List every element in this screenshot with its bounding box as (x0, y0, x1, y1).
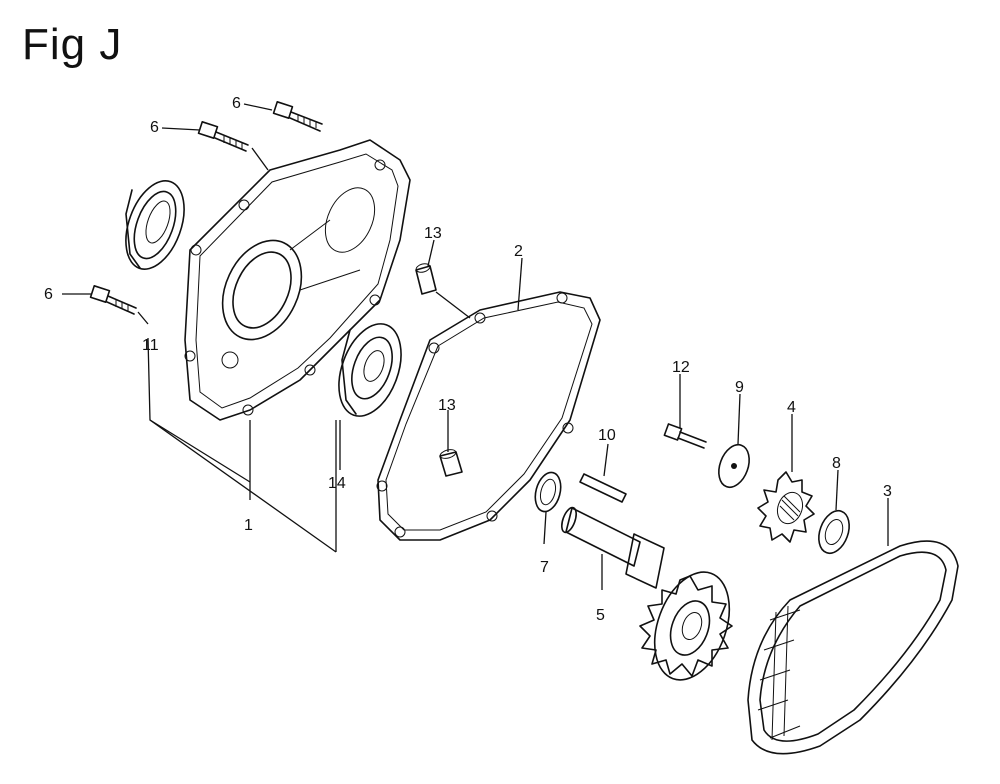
callout-4: 4 (787, 399, 796, 416)
callout-9: 9 (735, 379, 744, 396)
chain-part-3 (747, 540, 959, 755)
callout-7: 7 (540, 559, 549, 576)
washer-part-7 (534, 471, 562, 513)
callout-10: 10 (598, 427, 616, 444)
oil-seal-part-11 (125, 180, 185, 270)
callout-14: 14 (328, 475, 346, 492)
leader-lines (62, 103, 889, 590)
dowel-pin-part-13-upper (415, 263, 437, 295)
callout-2: 2 (514, 243, 523, 260)
pin-part-10 (579, 473, 627, 503)
callout-3: 3 (883, 483, 892, 500)
callout-labels: 6 6 6 11 1 14 13 13 2 7 5 10 12 9 4 8 3 (44, 95, 892, 624)
bolt-part-6-middle (197, 121, 249, 152)
callout-5: 5 (596, 607, 605, 624)
callout-6-left: 6 (44, 286, 53, 303)
callout-1: 1 (244, 517, 253, 534)
dowel-pin-part-13-lower (439, 449, 463, 477)
case-cover-part-1 (184, 139, 411, 421)
figure-title: Fig J (22, 20, 123, 69)
callout-6-top: 6 (232, 95, 241, 112)
sprocket-part-4 (757, 471, 815, 543)
callout-11: 11 (142, 337, 159, 354)
bolt-part-12 (663, 423, 707, 449)
callout-12: 12 (672, 359, 690, 376)
callout-13-upper: 13 (424, 225, 442, 242)
gasket-part-2 (376, 291, 601, 541)
shaft-sprocket-part-5 (561, 506, 733, 681)
washer-part-9 (718, 443, 750, 489)
callout-13-lower: 13 (438, 397, 456, 414)
washer-part-8 (818, 509, 850, 555)
bolt-part-6-top (272, 101, 323, 132)
callout-8: 8 (832, 455, 841, 472)
callout-6-middle: 6 (150, 119, 159, 136)
bearing-part-14 (338, 323, 402, 417)
bolt-part-6-left (89, 285, 137, 315)
